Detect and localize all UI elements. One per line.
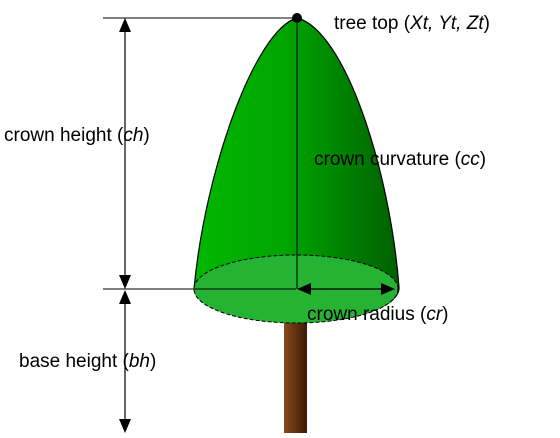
tree-trunk [284,318,307,433]
base-height-arrow [119,290,131,433]
crown-radius-arrow [297,283,395,295]
crown-height-arrow [119,18,131,289]
base-height-label: base height (bh) [19,351,156,372]
tree-top-label: tree top (Xt, Yt, Zt) [334,13,490,34]
crown-curvature-label: crown curvature (cc) [314,149,486,170]
crown-height-label: crown height (ch) [4,125,150,146]
crown-radius-label: crown radius (cr) [307,304,448,325]
tree-top-point [292,13,302,23]
